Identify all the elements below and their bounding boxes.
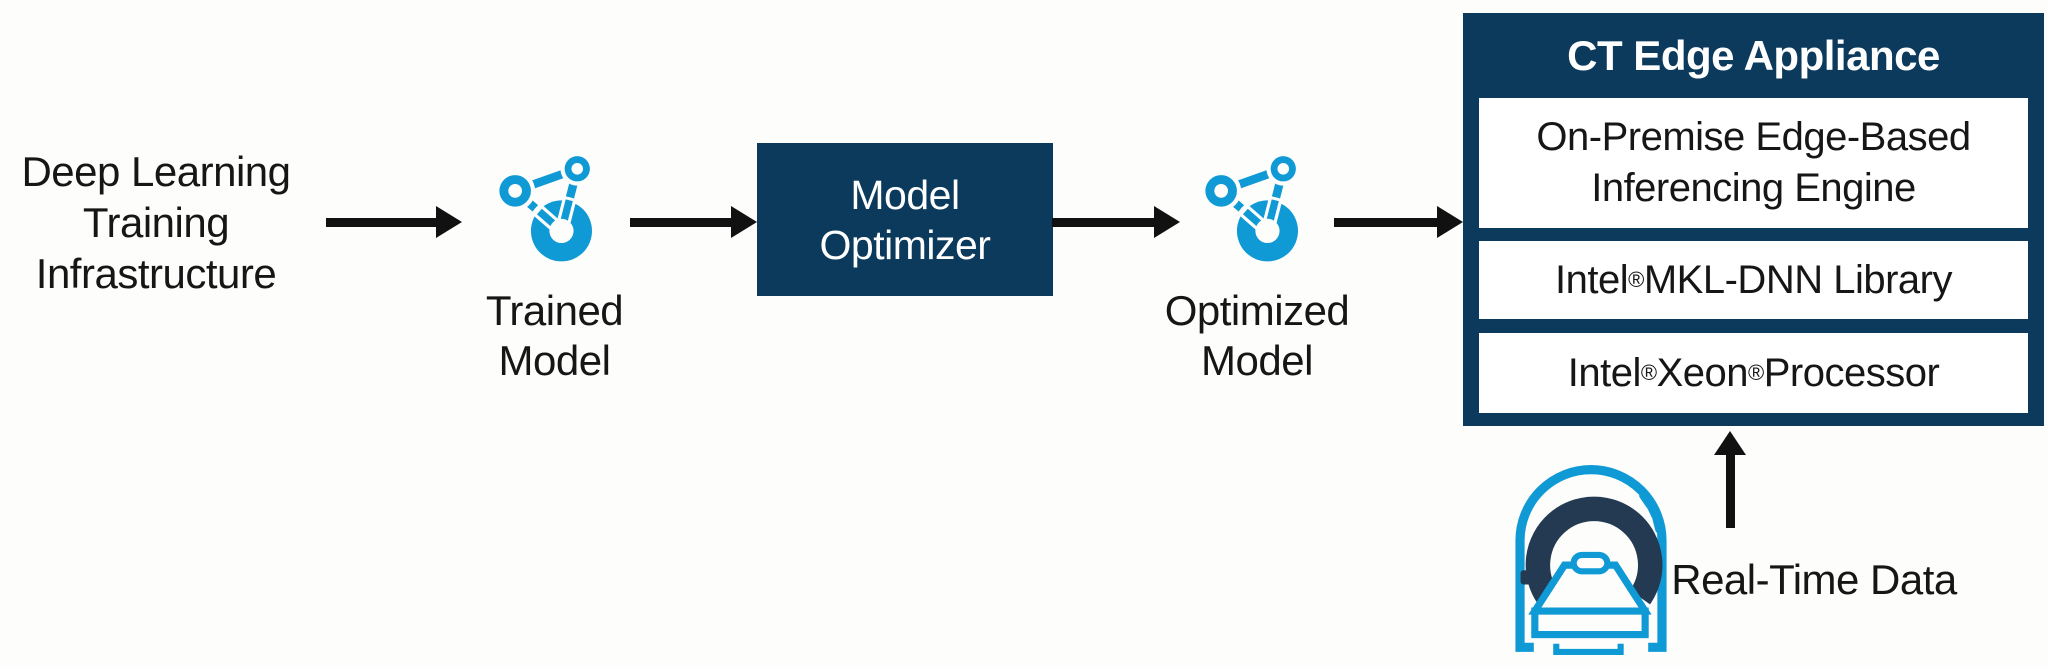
arrow-head-icon	[1154, 206, 1180, 238]
ct-edge-appliance-title: CT Edge Appliance	[1567, 31, 1940, 79]
flow-arrow-4	[1334, 206, 1463, 238]
realtime-data-up-arrow	[1714, 431, 1746, 528]
deep-learning-training-infrastructure-label: Deep Learning Training Infrastructure	[21, 148, 291, 297]
trained-model-label: Trained Model	[485, 287, 624, 384]
arrow-shaft	[1052, 217, 1154, 227]
arrow-shaft	[1334, 217, 1437, 227]
model-optimizer-box: Model Optimizer	[757, 143, 1053, 296]
arrow-shaft	[326, 217, 436, 227]
arrow-head-icon	[436, 206, 462, 238]
network-model-icon	[495, 153, 597, 266]
arrow-shaft	[630, 217, 731, 227]
arrow-shaft	[1725, 455, 1735, 528]
arrow-head-icon	[1714, 431, 1746, 455]
appliance-layer-mkl-dnn-library: Intel® MKL-DNN Library	[1479, 241, 2028, 319]
ct-edge-appliance-box: CT Edge Appliance On-Premise Edge-Based …	[1463, 13, 2044, 426]
appliance-layer-inferencing-engine: On-Premise Edge-Based Inferencing Engine	[1479, 98, 2028, 228]
ct-scanner-icon	[1515, 465, 1667, 655]
arrow-head-icon	[731, 206, 757, 238]
appliance-layer-xeon-processor: Intel® Xeon® Processor	[1479, 333, 2028, 413]
network-model-icon	[1201, 153, 1303, 266]
optimized-model-label: Optimized Model	[1164, 287, 1350, 384]
flow-arrow-3	[1052, 206, 1180, 238]
flow-arrow-1	[326, 206, 462, 238]
real-time-data-label: Real-Time Data	[1671, 556, 1957, 603]
arrow-head-icon	[1437, 206, 1463, 238]
flow-arrow-2	[630, 206, 757, 238]
